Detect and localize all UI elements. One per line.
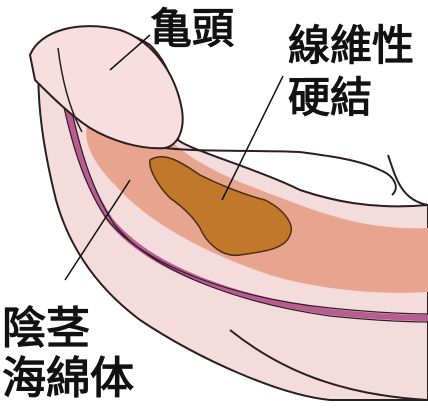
glans-label-text: 亀頭 [150, 4, 234, 54]
fibrous-induration-label-line1: 線維性 [288, 20, 414, 72]
corpus-cavernosum-label: 陰茎 海綿体 [2, 304, 134, 404]
fibrous-induration-label-line2: 硬結 [288, 72, 414, 124]
corpus-cavernosum-label-line1: 陰茎 [2, 304, 134, 354]
glans-label: 亀頭 [150, 4, 234, 54]
fibrous-induration-label: 線維性 硬結 [288, 20, 414, 124]
corpus-cavernosum-label-line2: 海綿体 [2, 354, 134, 404]
